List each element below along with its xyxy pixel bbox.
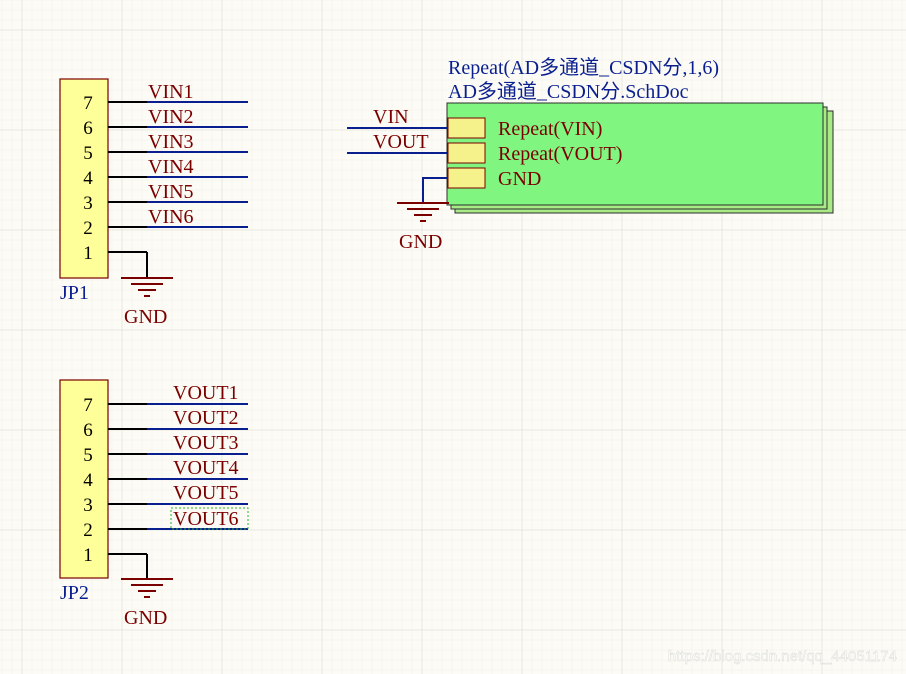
pin-number: 3 bbox=[83, 495, 93, 516]
net-label[interactable]: VIN4 bbox=[148, 156, 194, 178]
pin-number: 2 bbox=[83, 520, 93, 541]
pin-lines bbox=[108, 101, 147, 253]
net-label[interactable]: VIN3 bbox=[148, 131, 194, 153]
sheet-entry-port[interactable] bbox=[447, 167, 486, 189]
designator-label[interactable]: JP2 bbox=[60, 582, 89, 604]
sheet-designator[interactable]: Repeat(AD多通道_CSDN分,1,6) bbox=[448, 56, 719, 79]
gnd-label: GND bbox=[399, 231, 442, 253]
sheet-symbol[interactable]: Repeat(AD多通道_CSDN分,1,6) AD多通道_CSDN分.SchD… bbox=[347, 56, 834, 253]
sheet-entry-port[interactable] bbox=[447, 117, 486, 139]
designator-label[interactable]: JP1 bbox=[60, 282, 89, 304]
net-labels: VIN1 VIN2 VIN3 VIN4 VIN5 VIN6 bbox=[148, 81, 194, 228]
pin-lines bbox=[108, 403, 147, 555]
pin-number: 6 bbox=[83, 118, 93, 139]
vin-wire-label[interactable]: VIN bbox=[373, 106, 409, 128]
net-label[interactable]: VIN1 bbox=[148, 81, 194, 103]
header-jp1[interactable]: 7 6 5 4 3 2 1 VIN1 VIN2 VIN3 VIN4 VIN5 V… bbox=[59, 78, 248, 328]
pin-number: 7 bbox=[83, 93, 93, 114]
header-jp2[interactable]: 7 6 5 4 3 2 1 VOUT1 VOUT2 VOUT3 VOUT4 VO… bbox=[59, 379, 249, 629]
sheet-entry-label: Repeat(VOUT) bbox=[498, 143, 622, 165]
pin-number: 6 bbox=[83, 420, 93, 441]
ground-symbol-icon[interactable] bbox=[121, 252, 173, 297]
sheet-entry-label: GND bbox=[498, 168, 541, 190]
gnd-label: GND bbox=[124, 607, 167, 629]
pin-number: 5 bbox=[83, 143, 93, 164]
net-label[interactable]: VOUT5 bbox=[173, 482, 239, 504]
net-wires bbox=[147, 403, 248, 530]
pin-numbers: 7 6 5 4 3 2 1 bbox=[83, 93, 93, 264]
gnd-label: GND bbox=[124, 306, 167, 328]
pin-number: 4 bbox=[83, 168, 93, 189]
sheet-body[interactable] bbox=[446, 102, 824, 206]
net-label[interactable]: VIN2 bbox=[148, 106, 194, 128]
net-wires bbox=[147, 101, 248, 228]
net-label[interactable]: VOUT2 bbox=[173, 407, 239, 429]
net-label-selected[interactable]: VOUT6 bbox=[173, 508, 239, 530]
pin-number: 1 bbox=[83, 243, 93, 264]
gnd-entry-wire[interactable] bbox=[422, 177, 448, 203]
sheet-filename[interactable]: AD多通道_CSDN分.SchDoc bbox=[448, 80, 689, 103]
net-label[interactable]: VIN5 bbox=[148, 181, 194, 203]
net-label[interactable]: VOUT3 bbox=[173, 432, 239, 454]
pin-number: 3 bbox=[83, 193, 93, 214]
net-label[interactable]: VIN6 bbox=[148, 206, 194, 228]
connector-body[interactable] bbox=[59, 78, 109, 279]
watermark: https://blog.csdn.net/qq_44051174 bbox=[668, 648, 897, 665]
ground-symbol-icon[interactable] bbox=[121, 554, 173, 598]
pin-numbers: 7 6 5 4 3 2 1 bbox=[83, 395, 93, 566]
pin-number: 4 bbox=[83, 470, 93, 491]
pin-number: 2 bbox=[83, 218, 93, 239]
sheet-entry-label: Repeat(VIN) bbox=[498, 118, 602, 140]
net-label[interactable]: VOUT1 bbox=[173, 382, 239, 404]
pin-number: 5 bbox=[83, 445, 93, 466]
pin-number: 1 bbox=[83, 545, 93, 566]
vout-wire-label[interactable]: VOUT bbox=[373, 131, 429, 153]
net-label[interactable]: VOUT4 bbox=[173, 457, 239, 479]
sheet-entries: Repeat(VIN) Repeat(VOUT) GND bbox=[447, 117, 622, 190]
net-label-selection-box bbox=[170, 507, 249, 530]
sheet-entry-port[interactable] bbox=[447, 142, 486, 164]
net-labels: VOUT1 VOUT2 VOUT3 VOUT4 VOUT5 VOUT6 bbox=[170, 382, 249, 530]
ground-symbol-icon[interactable] bbox=[397, 202, 449, 222]
pin-number: 7 bbox=[83, 395, 93, 416]
